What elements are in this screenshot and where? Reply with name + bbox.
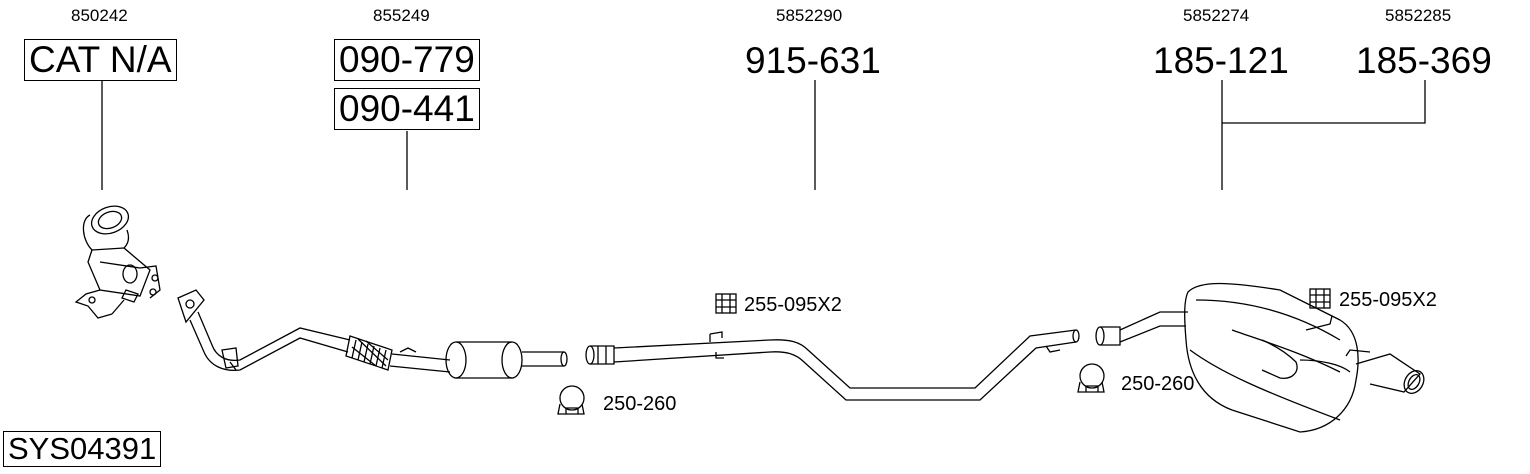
- mount-icon-1: [715, 293, 737, 314]
- oe-number-rear-2: 5852285: [1385, 6, 1452, 25]
- oe-number-middle-pipe: 5852290: [776, 6, 843, 25]
- system-code: SYS04391: [3, 431, 162, 467]
- part-number-catalytic[interactable]: CAT N/A: [24, 39, 177, 81]
- mount-label-1[interactable]: 255-095X2: [744, 294, 842, 316]
- oe-number-front-pipe: 855249: [373, 6, 430, 25]
- part-number-middle-pipe[interactable]: 915-631: [745, 40, 881, 81]
- clamp-label-1[interactable]: 250-260: [603, 393, 677, 415]
- clamp-icon-2: [1077, 363, 1105, 393]
- leader-line-rear-2: [1222, 80, 1426, 124]
- clamp-icon-1: [557, 385, 585, 415]
- oe-number-rear-1: 5852274: [1183, 6, 1250, 25]
- part-number-front-pipe-alt[interactable]: 090-441: [334, 88, 480, 130]
- middle-pipe-drawing: [585, 329, 1080, 401]
- clamp-label-2[interactable]: 250-260: [1121, 373, 1195, 395]
- mount-label-2[interactable]: 255-095X2: [1339, 289, 1437, 311]
- part-number-rear-1[interactable]: 185-121: [1153, 40, 1289, 81]
- mount-icon-2: [1309, 288, 1331, 309]
- part-number-front-pipe[interactable]: 090-779: [334, 39, 480, 81]
- front-pipe-drawing: [177, 289, 568, 379]
- catalytic-converter-drawing: [74, 205, 161, 319]
- part-number-rear-2[interactable]: 185-369: [1356, 40, 1492, 81]
- oe-number-catalytic: 850242: [71, 6, 128, 25]
- rear-silencer-drawing: [1095, 282, 1425, 433]
